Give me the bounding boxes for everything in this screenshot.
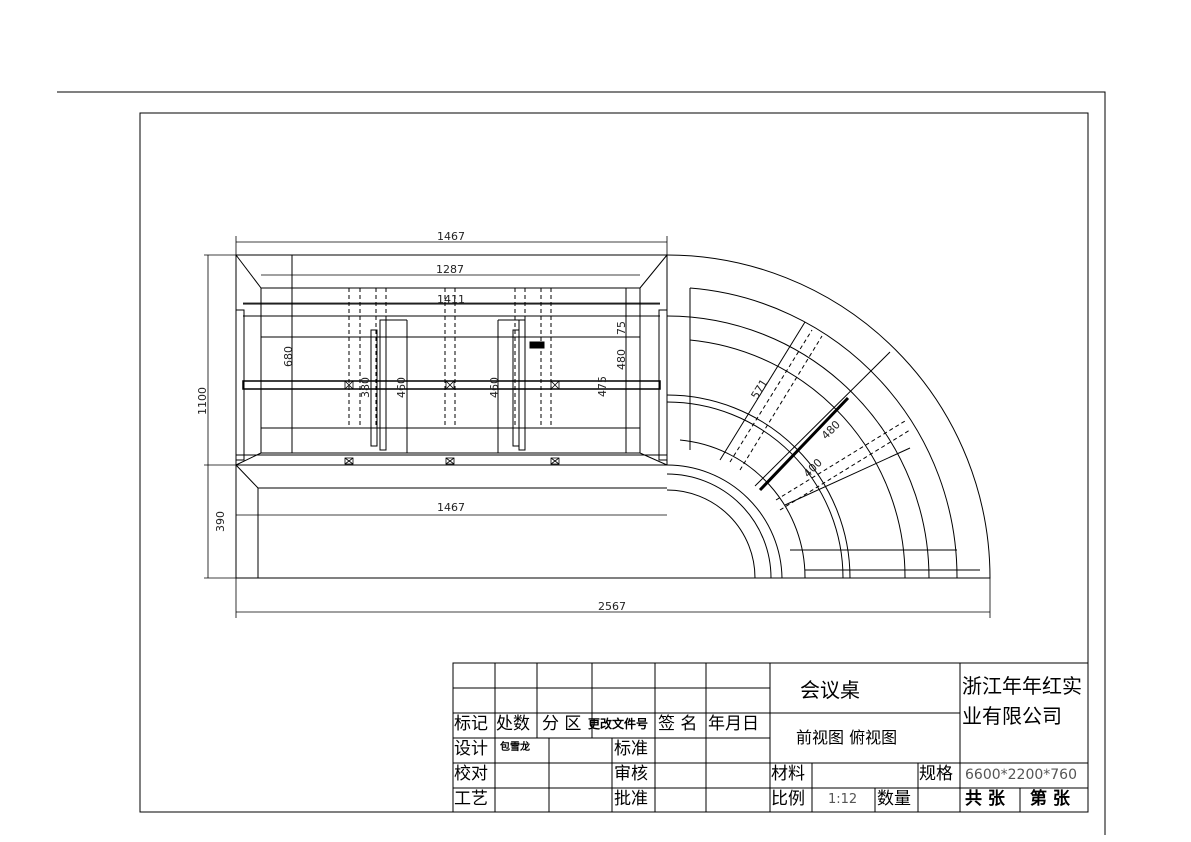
top-view <box>235 254 991 579</box>
spec-label: 规格 <box>919 764 953 784</box>
dim-475: 475 <box>596 376 609 397</box>
dim-1287: 1287 <box>436 263 464 276</box>
scale-label: 比例 <box>771 789 805 809</box>
dim-1467-top: 1467 <box>437 230 465 243</box>
header-zone: 分 区 <box>542 714 582 734</box>
dim-2567: 2567 <box>598 600 626 613</box>
title-block-grid <box>452 662 1089 813</box>
header-count: 处数 <box>496 714 530 734</box>
dim-460-a: 460 <box>395 377 408 398</box>
header-change-doc: 更改文件号 <box>588 717 649 731</box>
approve-label: 批准 <box>614 789 648 809</box>
page-border <box>57 91 1106 835</box>
dimension-lines <box>204 236 991 618</box>
sheet-number: 第 张 <box>1030 789 1070 809</box>
dim-380: 380 <box>359 377 372 398</box>
review-label: 审核 <box>614 764 648 784</box>
dim-460-b: 460 <box>488 377 501 398</box>
view-names: 前视图 俯视图 <box>796 728 898 747</box>
drawing-frame <box>139 112 1089 813</box>
process-label: 工艺 <box>454 789 488 809</box>
spec-value: 6600*2200*760 <box>965 767 1077 783</box>
dim-400-arc: 400 <box>801 456 825 480</box>
product-name: 会议桌 <box>800 678 860 702</box>
dim-680: 680 <box>282 346 295 367</box>
dim-571: 571 <box>749 377 771 402</box>
dim-1467-lower: 1467 <box>437 501 465 514</box>
dim-480: 480 <box>615 349 628 370</box>
dimension-labels: 1467 1287 1411 1467 2567 1100 390 680 38… <box>196 230 843 613</box>
dim-1411: 1411 <box>437 293 465 306</box>
company-name: 浙江年年红实业有限公司 <box>962 674 1082 728</box>
dim-75: 75 <box>615 321 628 335</box>
header-mark: 标记 <box>454 714 488 734</box>
check-label: 校对 <box>454 764 488 784</box>
front-view <box>235 254 668 466</box>
part-label-mark <box>529 341 545 349</box>
total-sheets: 共 张 <box>965 789 1005 809</box>
dim-390: 390 <box>214 511 227 532</box>
header-date: 年月日 <box>708 714 759 734</box>
scale-value: 1:12 <box>828 792 858 807</box>
design-label: 设计 <box>454 739 488 759</box>
material-label: 材料 <box>771 764 805 784</box>
dim-1100: 1100 <box>196 387 209 415</box>
designer-name: 包雪龙 <box>500 742 530 753</box>
quantity-label: 数量 <box>877 789 911 809</box>
standard-label: 标准 <box>614 739 648 759</box>
header-sign: 签 名 <box>658 714 698 734</box>
dim-480-arc: 480 <box>819 418 843 442</box>
